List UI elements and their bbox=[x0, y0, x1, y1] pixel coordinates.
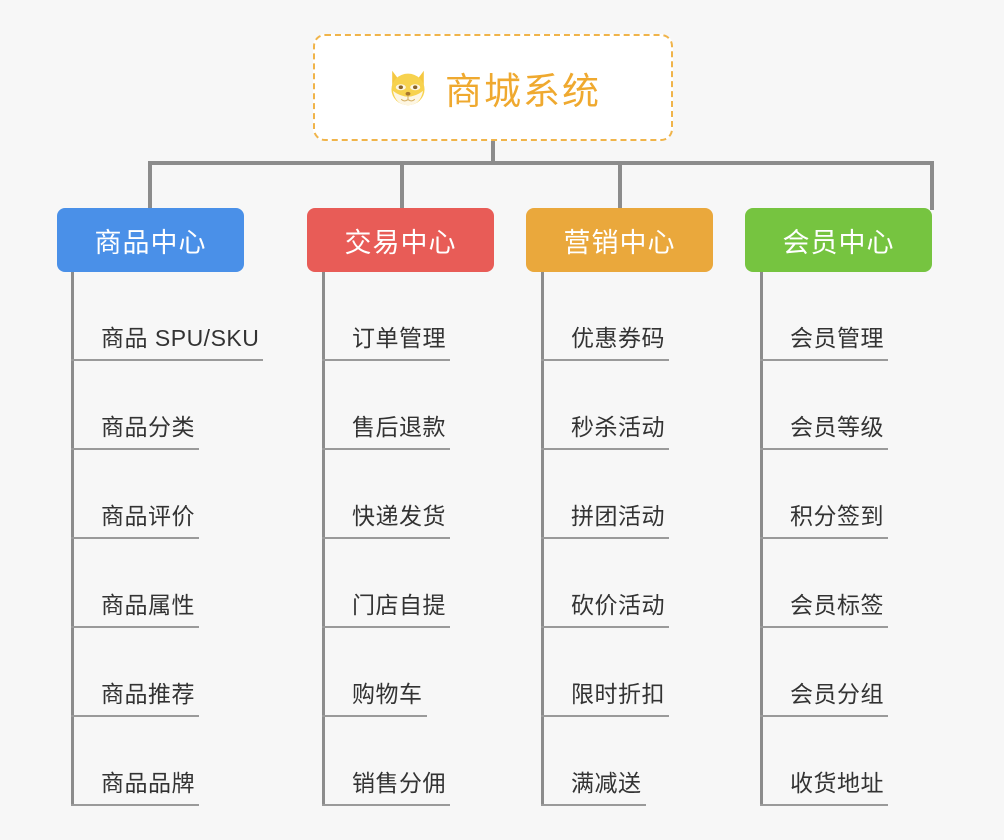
root-drop-line bbox=[491, 141, 495, 165]
leaf-item[interactable]: 砍价活动 bbox=[541, 539, 669, 628]
leaf-underline: 秒杀活动 bbox=[541, 408, 669, 450]
leaf-item-label: 购物车 bbox=[352, 681, 423, 707]
header-drop-line-4 bbox=[930, 161, 934, 210]
leaf-underline: 拼团活动 bbox=[541, 497, 669, 539]
leaf-stem bbox=[541, 272, 544, 806]
root-node[interactable]: 商城系统 bbox=[313, 34, 673, 141]
leaf-item[interactable]: 会员管理 bbox=[760, 272, 888, 361]
leaf-underline: 商品评价 bbox=[71, 497, 199, 539]
leaf-underline: 砍价活动 bbox=[541, 586, 669, 628]
leaf-item[interactable]: 商品评价 bbox=[71, 450, 199, 539]
category-header-1[interactable]: 商品中心 bbox=[57, 208, 244, 272]
leaf-item-label: 砍价活动 bbox=[571, 592, 665, 618]
leaf-item[interactable]: 商品属性 bbox=[71, 539, 199, 628]
leaf-underline: 会员标签 bbox=[760, 586, 888, 628]
leaf-item-label: 商品评价 bbox=[101, 503, 195, 529]
leaf-underline: 门店自提 bbox=[322, 586, 450, 628]
leaf-underline: 会员等级 bbox=[760, 408, 888, 450]
leaf-underline: 会员分组 bbox=[760, 675, 888, 717]
leaf-item-label: 优惠券码 bbox=[571, 325, 665, 351]
leaf-item-label: 商品推荐 bbox=[101, 681, 195, 707]
leaf-item-label: 积分签到 bbox=[790, 503, 884, 529]
leaf-underline: 售后退款 bbox=[322, 408, 450, 450]
category-header-label-4: 会员中心 bbox=[782, 227, 895, 258]
leaf-item[interactable]: 会员分组 bbox=[760, 628, 888, 717]
leaf-item-label: 销售分佣 bbox=[352, 770, 446, 796]
leaf-item[interactable]: 商品分类 bbox=[71, 361, 199, 450]
leaf-item-label: 会员标签 bbox=[790, 592, 884, 618]
leaf-item[interactable]: 订单管理 bbox=[322, 272, 450, 361]
leaf-item[interactable]: 销售分佣 bbox=[322, 717, 450, 806]
leaf-item[interactable]: 购物车 bbox=[322, 628, 427, 717]
leaf-item-label: 商品分类 bbox=[101, 414, 195, 440]
leaf-item[interactable]: 商品 SPU/SKU bbox=[71, 272, 264, 361]
leaf-stem bbox=[322, 272, 325, 806]
leaf-item[interactable]: 快递发货 bbox=[322, 450, 450, 539]
leaf-item-label: 会员管理 bbox=[790, 325, 884, 351]
leaf-underline: 快递发货 bbox=[322, 497, 450, 539]
leaf-item-label: 会员分组 bbox=[790, 681, 884, 707]
leaf-underline: 商品属性 bbox=[71, 586, 199, 628]
leaf-underline: 商品分类 bbox=[71, 408, 199, 450]
leaf-item-label: 秒杀活动 bbox=[571, 414, 665, 440]
leaf-item-label: 门店自提 bbox=[352, 592, 446, 618]
leaf-item[interactable]: 门店自提 bbox=[322, 539, 450, 628]
leaf-item-label: 满减送 bbox=[571, 770, 642, 796]
leaf-item[interactable]: 满减送 bbox=[541, 717, 646, 806]
leaf-item-label: 商品 SPU/SKU bbox=[101, 325, 260, 351]
leaf-item[interactable]: 商品推荐 bbox=[71, 628, 199, 717]
leaf-underline: 积分签到 bbox=[760, 497, 888, 539]
leaf-item-label: 限时折扣 bbox=[571, 681, 665, 707]
leaf-underline: 购物车 bbox=[322, 675, 427, 717]
leaf-underline: 商品 SPU/SKU bbox=[71, 319, 264, 361]
leaf-underline: 会员管理 bbox=[760, 319, 888, 361]
shiba-dog-face-icon bbox=[385, 65, 431, 111]
leaf-underline: 满减送 bbox=[541, 764, 646, 806]
leaf-underline: 限时折扣 bbox=[541, 675, 669, 717]
category-header-label-2: 交易中心 bbox=[344, 227, 457, 258]
leaf-item[interactable]: 商品品牌 bbox=[71, 717, 199, 806]
leaf-item[interactable]: 拼团活动 bbox=[541, 450, 669, 539]
root-title: 商城系统 bbox=[445, 70, 601, 112]
category-header-2[interactable]: 交易中心 bbox=[307, 208, 494, 272]
leaf-item-label: 订单管理 bbox=[352, 325, 446, 351]
leaf-item-label: 售后退款 bbox=[352, 414, 446, 440]
leaf-underline: 销售分佣 bbox=[322, 764, 450, 806]
leaf-item-label: 商品品牌 bbox=[101, 770, 195, 796]
leaf-underline: 收货地址 bbox=[760, 764, 888, 806]
leaf-item[interactable]: 会员等级 bbox=[760, 361, 888, 450]
category-header-label-1: 商品中心 bbox=[94, 227, 207, 258]
leaf-item[interactable]: 收货地址 bbox=[760, 717, 888, 806]
leaf-item[interactable]: 秒杀活动 bbox=[541, 361, 669, 450]
leaf-item-label: 会员等级 bbox=[790, 414, 884, 440]
leaf-item[interactable]: 积分签到 bbox=[760, 450, 888, 539]
leaf-item[interactable]: 优惠券码 bbox=[541, 272, 669, 361]
leaf-stem bbox=[71, 272, 74, 806]
leaf-item-label: 商品属性 bbox=[101, 592, 195, 618]
leaf-item-label: 收货地址 bbox=[790, 770, 884, 796]
leaf-item[interactable]: 售后退款 bbox=[322, 361, 450, 450]
leaf-underline: 商品品牌 bbox=[71, 764, 199, 806]
leaf-item[interactable]: 会员标签 bbox=[760, 539, 888, 628]
leaf-underline: 优惠券码 bbox=[541, 319, 669, 361]
leaf-underline: 订单管理 bbox=[322, 319, 450, 361]
leaf-item-label: 拼团活动 bbox=[571, 503, 665, 529]
category-header-4[interactable]: 会员中心 bbox=[745, 208, 932, 272]
category-header-3[interactable]: 营销中心 bbox=[526, 208, 713, 272]
category-header-label-3: 营销中心 bbox=[563, 227, 676, 258]
header-drop-line-3 bbox=[618, 161, 622, 210]
leaf-underline: 商品推荐 bbox=[71, 675, 199, 717]
header-drop-line-1 bbox=[148, 161, 152, 210]
header-drop-line-2 bbox=[400, 161, 404, 210]
leaf-stem bbox=[760, 272, 763, 806]
bus-line bbox=[148, 161, 934, 165]
leaf-item-label: 快递发货 bbox=[352, 503, 446, 529]
leaf-item[interactable]: 限时折扣 bbox=[541, 628, 669, 717]
